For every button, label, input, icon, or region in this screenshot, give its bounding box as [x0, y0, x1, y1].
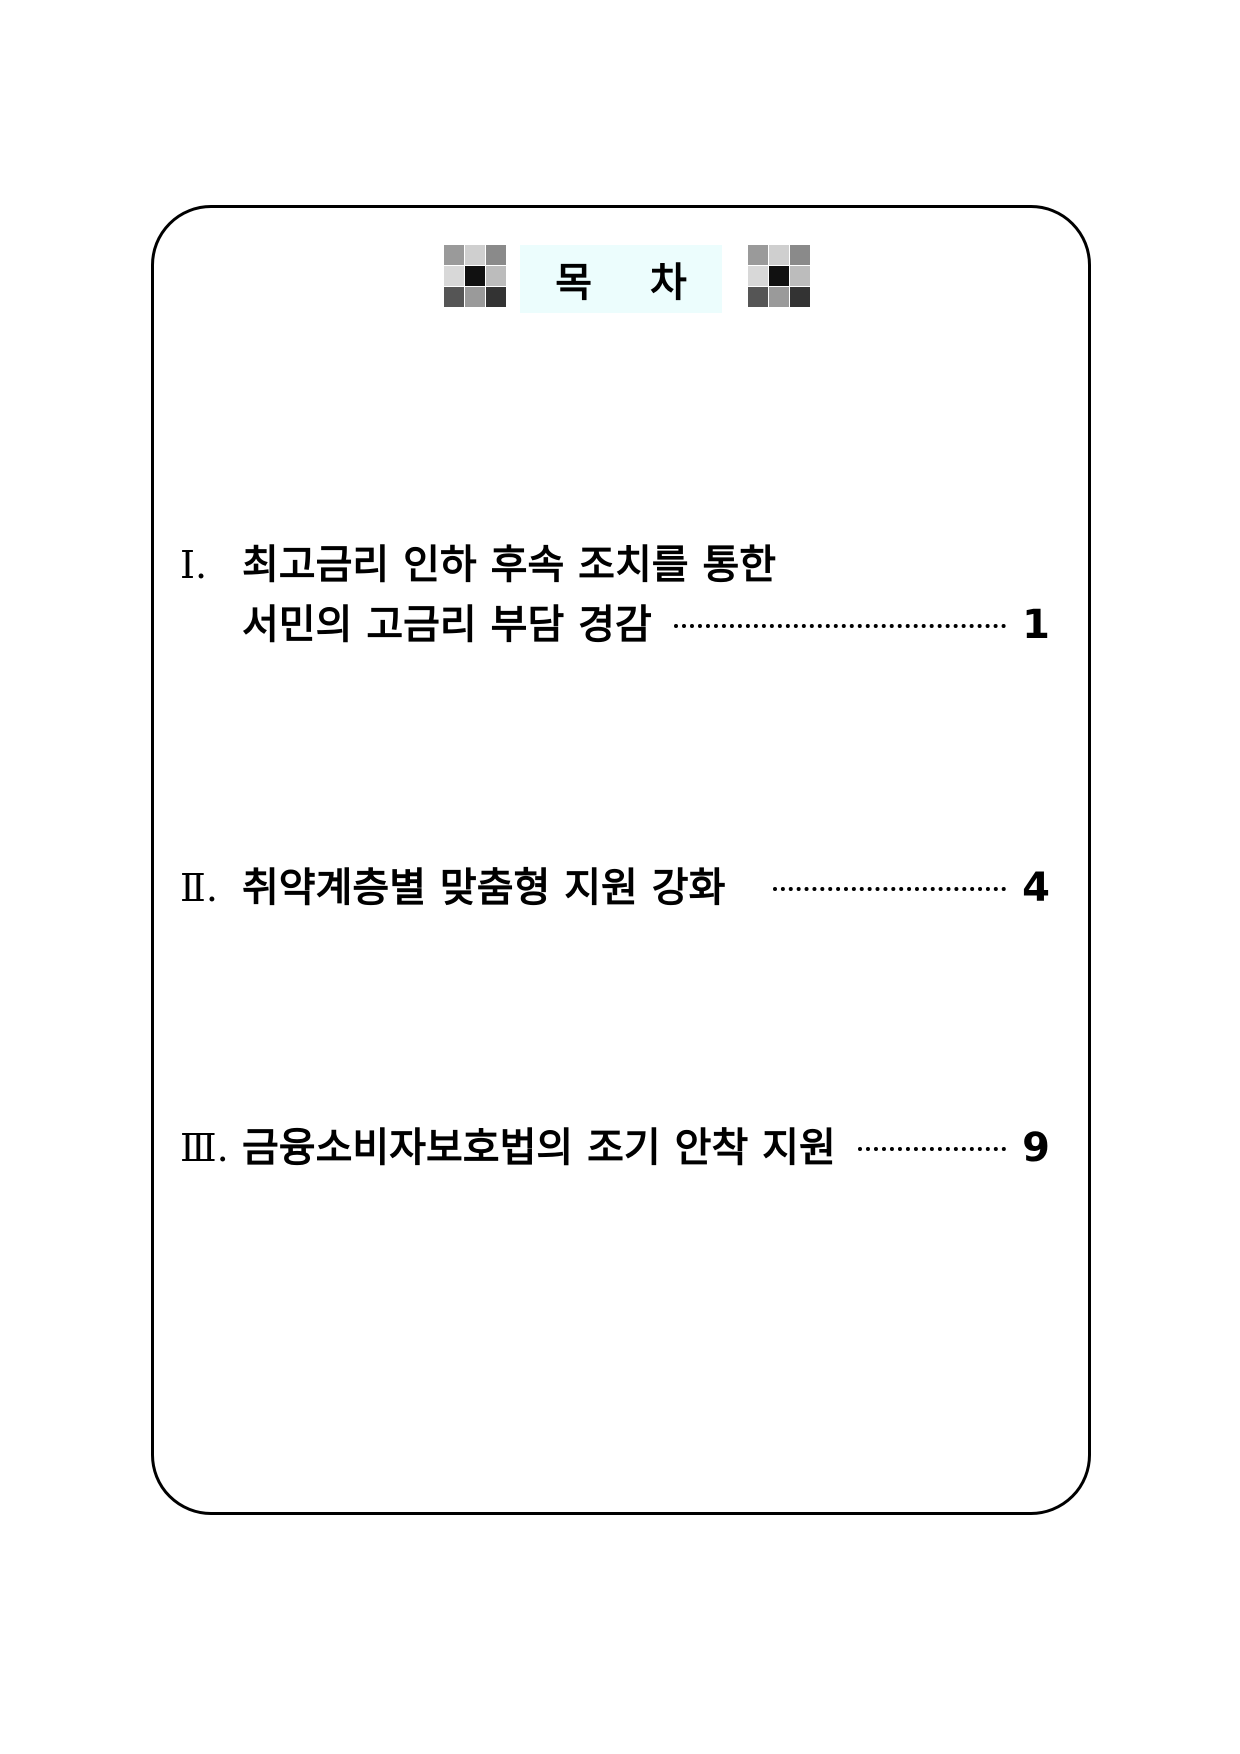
- toc-entry-1[interactable]: Ⅰ. 최고금리 인하 후속 조치를 통한 서민의 고금리 부담 경감 1: [180, 535, 1050, 655]
- section-title: 금융소비자보호법의 조기 안착 지원: [242, 1125, 836, 1171]
- toc-entry-1-line-2: 서민의 고금리 부담 경감 1: [180, 595, 1050, 655]
- toc-frame: [151, 205, 1091, 1515]
- toc-title-box: 목 차: [520, 245, 722, 313]
- section-numeral: Ⅱ.: [180, 866, 218, 910]
- page-number: 1: [1022, 602, 1050, 648]
- toc-entry-2[interactable]: Ⅱ. 취약계층별 맞춤형 지원 강화 4: [180, 858, 1050, 918]
- section-title: 취약계층별 맞춤형 지원 강화: [242, 865, 726, 911]
- section-numeral: Ⅲ.: [180, 1126, 229, 1170]
- page-number: 9: [1022, 1125, 1050, 1171]
- section-numeral: Ⅰ.: [180, 543, 208, 587]
- toc-entry-3[interactable]: Ⅲ. 금융소비자보호법의 조기 안착 지원 9: [180, 1118, 1050, 1178]
- pixel-block-icon: [444, 245, 506, 307]
- dot-leader: [673, 624, 1007, 628]
- section-title: 최고금리 인하 후속 조치를 통한: [242, 542, 777, 588]
- pixel-block-icon: [748, 245, 810, 307]
- dot-leader: [773, 887, 1007, 891]
- page-number: 4: [1022, 865, 1050, 911]
- toc-entry-3-line-1: Ⅲ. 금융소비자보호법의 조기 안착 지원 9: [180, 1118, 1050, 1178]
- toc-heading: 목 차: [0, 245, 1240, 313]
- toc-entry-2-line-1: Ⅱ. 취약계층별 맞춤형 지원 강화 4: [180, 858, 1050, 918]
- toc-entry-1-line-1: Ⅰ. 최고금리 인하 후속 조치를 통한: [180, 535, 1050, 595]
- section-title-continued: 서민의 고금리 부담 경감: [242, 602, 652, 648]
- dot-leader: [857, 1147, 1007, 1151]
- page-title: 목 차: [555, 260, 709, 306]
